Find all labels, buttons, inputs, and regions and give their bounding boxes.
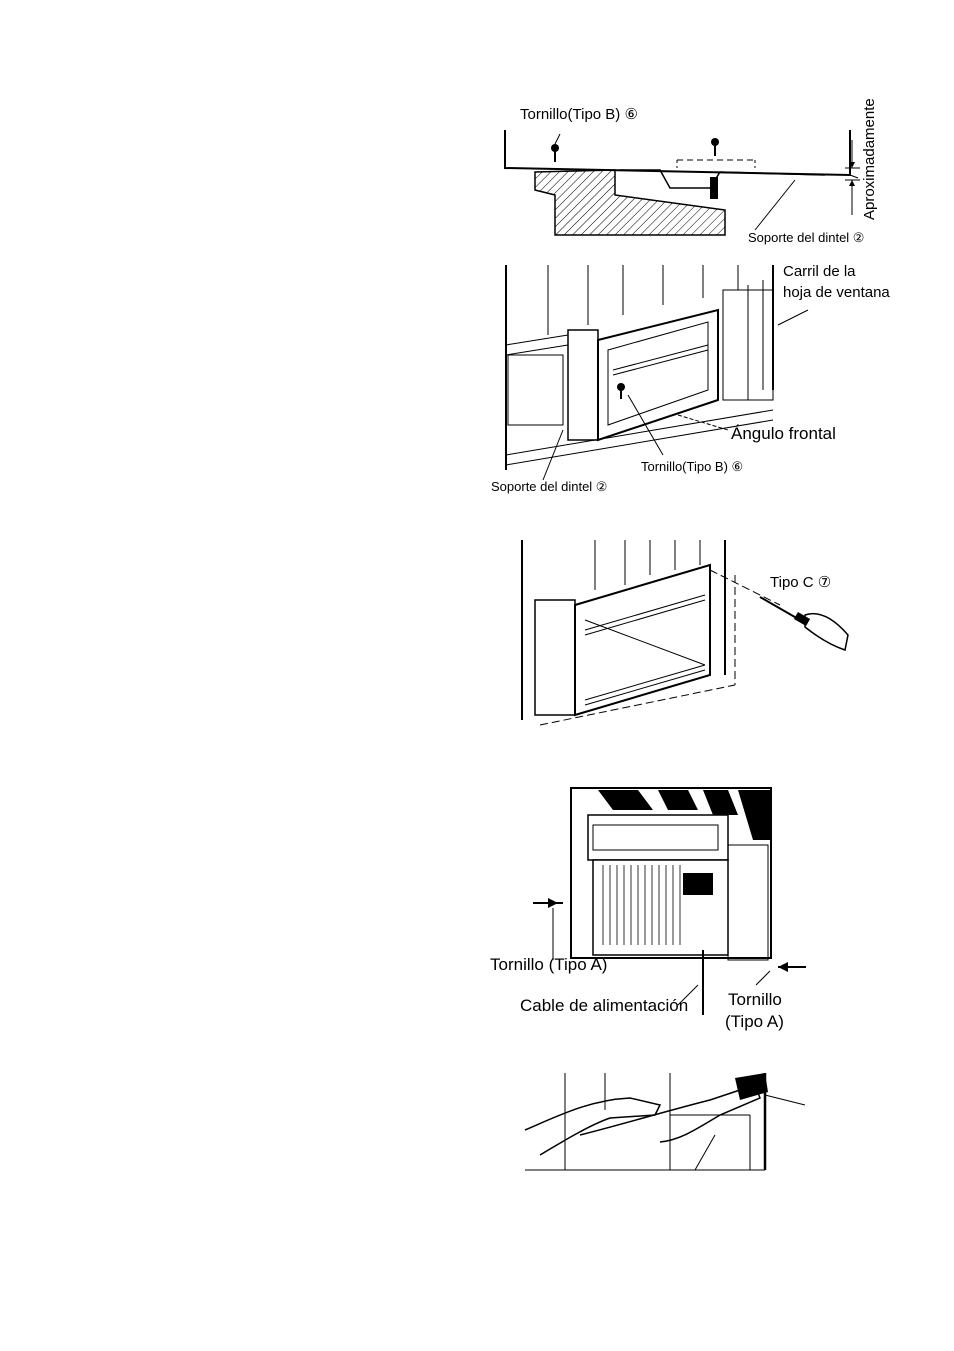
screw-type-b-label: Tornillo(Tipo B) ⑥ [520,105,638,123]
approx-label: Aproximadamente [861,98,878,220]
screw-type-a-right-label-line2: (Tipo A) [725,1012,784,1032]
front-angle-label: Ángulo frontal [731,424,836,444]
figure-sleeve-screwdriver: Tipo C ⑦ [510,535,870,735]
lintel-bracket-label: Soporte del dintel ② [491,479,607,495]
screw-type-a-left-label: Tornillo (Tipo A) [490,955,607,975]
screw-icon [551,144,559,162]
screw-icon [533,898,563,908]
screw-type-c-label: Tipo C ⑦ [770,573,831,591]
figure-installed-unit: Tornillo (Tipo A) Cable de alimentación … [488,785,818,1035]
screw-icon [711,138,719,156]
screw-icon [617,383,625,399]
control-panel-icon [683,873,713,895]
power-cable-label: Cable de alimentación [520,996,688,1016]
seal-strip-icon [735,1073,768,1100]
screw-type-a-right-label-line1: Tornillo [728,990,782,1010]
figure-hands-sealing [520,1070,820,1175]
screwdriver-icon [760,597,810,626]
figure-sill-section: Tornillo(Tipo B) ⑥ Aproximadamente Sopor… [495,100,895,250]
sash-rail-label-line1: Carril de la [783,263,856,280]
sleeve-screwdriver-drawing [510,535,870,735]
hand-icon [525,1098,660,1155]
hands-sealing-drawing [520,1070,820,1175]
screw-type-b-label: Tornillo(Tipo B) ⑥ [641,459,743,475]
screw-icon [778,962,806,972]
sash-rail-label-line2: hoja de ventana [783,284,890,301]
hand-icon [805,614,848,650]
figure-window-frame: Carril de la hoja de ventana Ángulo fron… [488,260,908,505]
lintel-bracket-label: Soporte del dintel ② [748,230,864,246]
